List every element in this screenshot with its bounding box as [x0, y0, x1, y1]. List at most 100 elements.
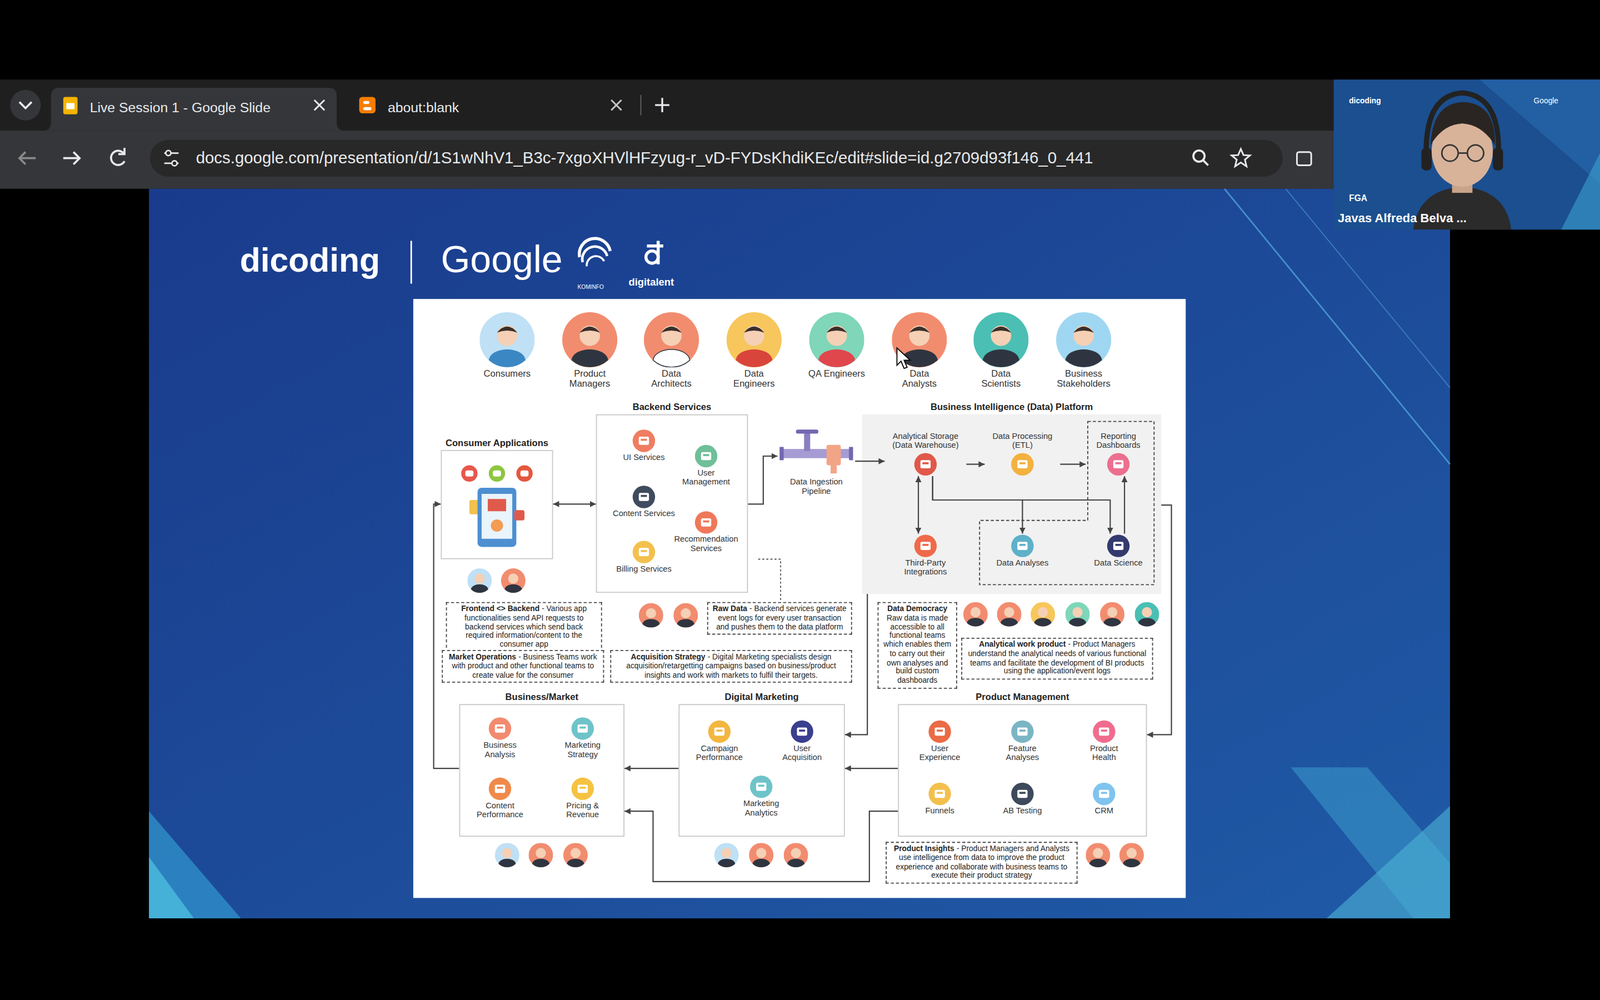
item-icon [748, 774, 774, 799]
persona-disc [891, 312, 947, 368]
role-avatar [783, 842, 809, 868]
item-label: Analytical Storage (Data Warehouse) [884, 432, 967, 451]
url-text: docs.google.com/presentation/d/1S1wNhV1_… [196, 148, 1094, 167]
connector [932, 476, 1111, 534]
callout-title: Acquisition Strategy [631, 652, 706, 662]
section-heading: Digital Marketing [678, 690, 845, 705]
persona-icon [809, 312, 865, 368]
item-icon [913, 451, 938, 477]
section-box: Business Intelligence (Data) PlatformAna… [862, 400, 1162, 594]
slide-decoration [1224, 188, 1450, 465]
icon-disc [632, 485, 655, 508]
role-persona: Consumers [467, 312, 547, 380]
service-item: Funnels [909, 781, 971, 818]
callout-body: Acquisition Strategy- Digital Marketing … [614, 653, 849, 680]
icon-glyph [1101, 729, 1108, 732]
callout-note: Market Operations- Business Teams work w… [441, 650, 604, 683]
icon-disc [1011, 720, 1034, 743]
callout-note: Analytical work product- Product Manager… [961, 637, 1153, 680]
callout-title: Data Democracy [881, 605, 954, 614]
icon-glyph [638, 436, 649, 445]
item-label: Data Ingestion Pipeline [777, 478, 856, 497]
persona-hair [743, 326, 765, 333]
service-item: Data Processing (ETL) [984, 431, 1060, 477]
service-item: Marketing Strategy [553, 716, 612, 761]
pipe-part [848, 446, 853, 460]
section-heading: Business Intelligence (Data) Platform [862, 400, 1162, 415]
service-item: Data Analyses [990, 533, 1056, 570]
icon-glyph [495, 724, 505, 733]
service-item: Data Science [1087, 533, 1149, 570]
role-avatar [495, 842, 520, 868]
persona-icon [726, 312, 782, 368]
role-persona: Business Stakeholders [1043, 312, 1124, 390]
persona-body [735, 349, 773, 368]
persona-label: QA Engineers [801, 369, 873, 380]
tab-title: Live Session 1 - Google Slide [90, 100, 271, 116]
icon-glyph [796, 727, 807, 737]
service-item: Recommendation Services [671, 510, 742, 555]
icon-disc [488, 777, 512, 800]
callout-title: Market Operations [448, 652, 517, 662]
item-label: Funnels [909, 807, 971, 817]
video-tile [1333, 79, 1600, 230]
persona-disc [1056, 312, 1112, 368]
role-persona: QA Engineers [796, 312, 877, 380]
persona-label: Business Stakeholders [1053, 369, 1115, 390]
service-item: Product Health [1077, 719, 1132, 764]
icon-disc [790, 720, 813, 743]
app-icon [461, 465, 478, 482]
service-item: Reporting Dashboards [1085, 431, 1152, 477]
icon-glyph [496, 786, 503, 789]
connector [747, 456, 778, 504]
item-icon [790, 719, 815, 744]
icon-glyph [1019, 543, 1026, 547]
role-avatar [1065, 602, 1090, 627]
icon-glyph [1098, 727, 1109, 737]
app-icon [488, 465, 505, 482]
persona-disc [479, 312, 535, 368]
icon-disc [928, 782, 951, 805]
role-persona: Product Managers [550, 312, 630, 390]
role-avatar [673, 603, 698, 628]
item-icon [631, 428, 657, 453]
participant-figure [1441, 145, 1458, 162]
role-avatar [996, 602, 1022, 627]
persona-disc [809, 312, 865, 368]
item-icon [1106, 533, 1131, 559]
section-box: Product ManagementUser ExperienceFeature… [897, 690, 1147, 837]
icon-glyph [638, 492, 649, 502]
digitalent-emblem [646, 251, 659, 264]
role-avatar [714, 842, 739, 868]
item-label: CRM [1073, 807, 1135, 817]
section-heading: Consumer Applications [440, 435, 553, 450]
item-icon [570, 716, 595, 741]
platform-ground [862, 414, 1162, 594]
item-label: AB Testing [991, 807, 1053, 817]
service-item: Third-Party Integrations [888, 533, 963, 579]
connector [1146, 505, 1172, 735]
role-avatar [1030, 602, 1055, 627]
role-avatar [963, 602, 988, 627]
close-icon [314, 100, 325, 110]
icon-glyph [640, 550, 647, 553]
callout-note: Product Insights- Product Managers and A… [885, 841, 1078, 884]
item-label: Billing Services [609, 565, 679, 575]
persona-head [579, 325, 600, 347]
pipe-part [796, 429, 819, 434]
pipeline-node: Data Ingestion Pipeline [777, 426, 856, 498]
blogger-favicon [363, 101, 370, 105]
callout-body: Raw Data- Backend services generate even… [711, 605, 848, 632]
persona-head [909, 325, 930, 347]
service-item: Billing Services [609, 540, 679, 576]
callout-text: Raw data is made accessible to all funct… [883, 612, 952, 685]
icon-glyph [703, 453, 710, 457]
icon-disc [1092, 720, 1115, 743]
logo-text: Google [440, 237, 563, 284]
dashed-leader [757, 559, 781, 600]
item-icon [570, 776, 595, 802]
icon-glyph [496, 726, 503, 729]
service-item: User Management [676, 443, 737, 489]
service-item: Feature Analyses [996, 719, 1050, 764]
